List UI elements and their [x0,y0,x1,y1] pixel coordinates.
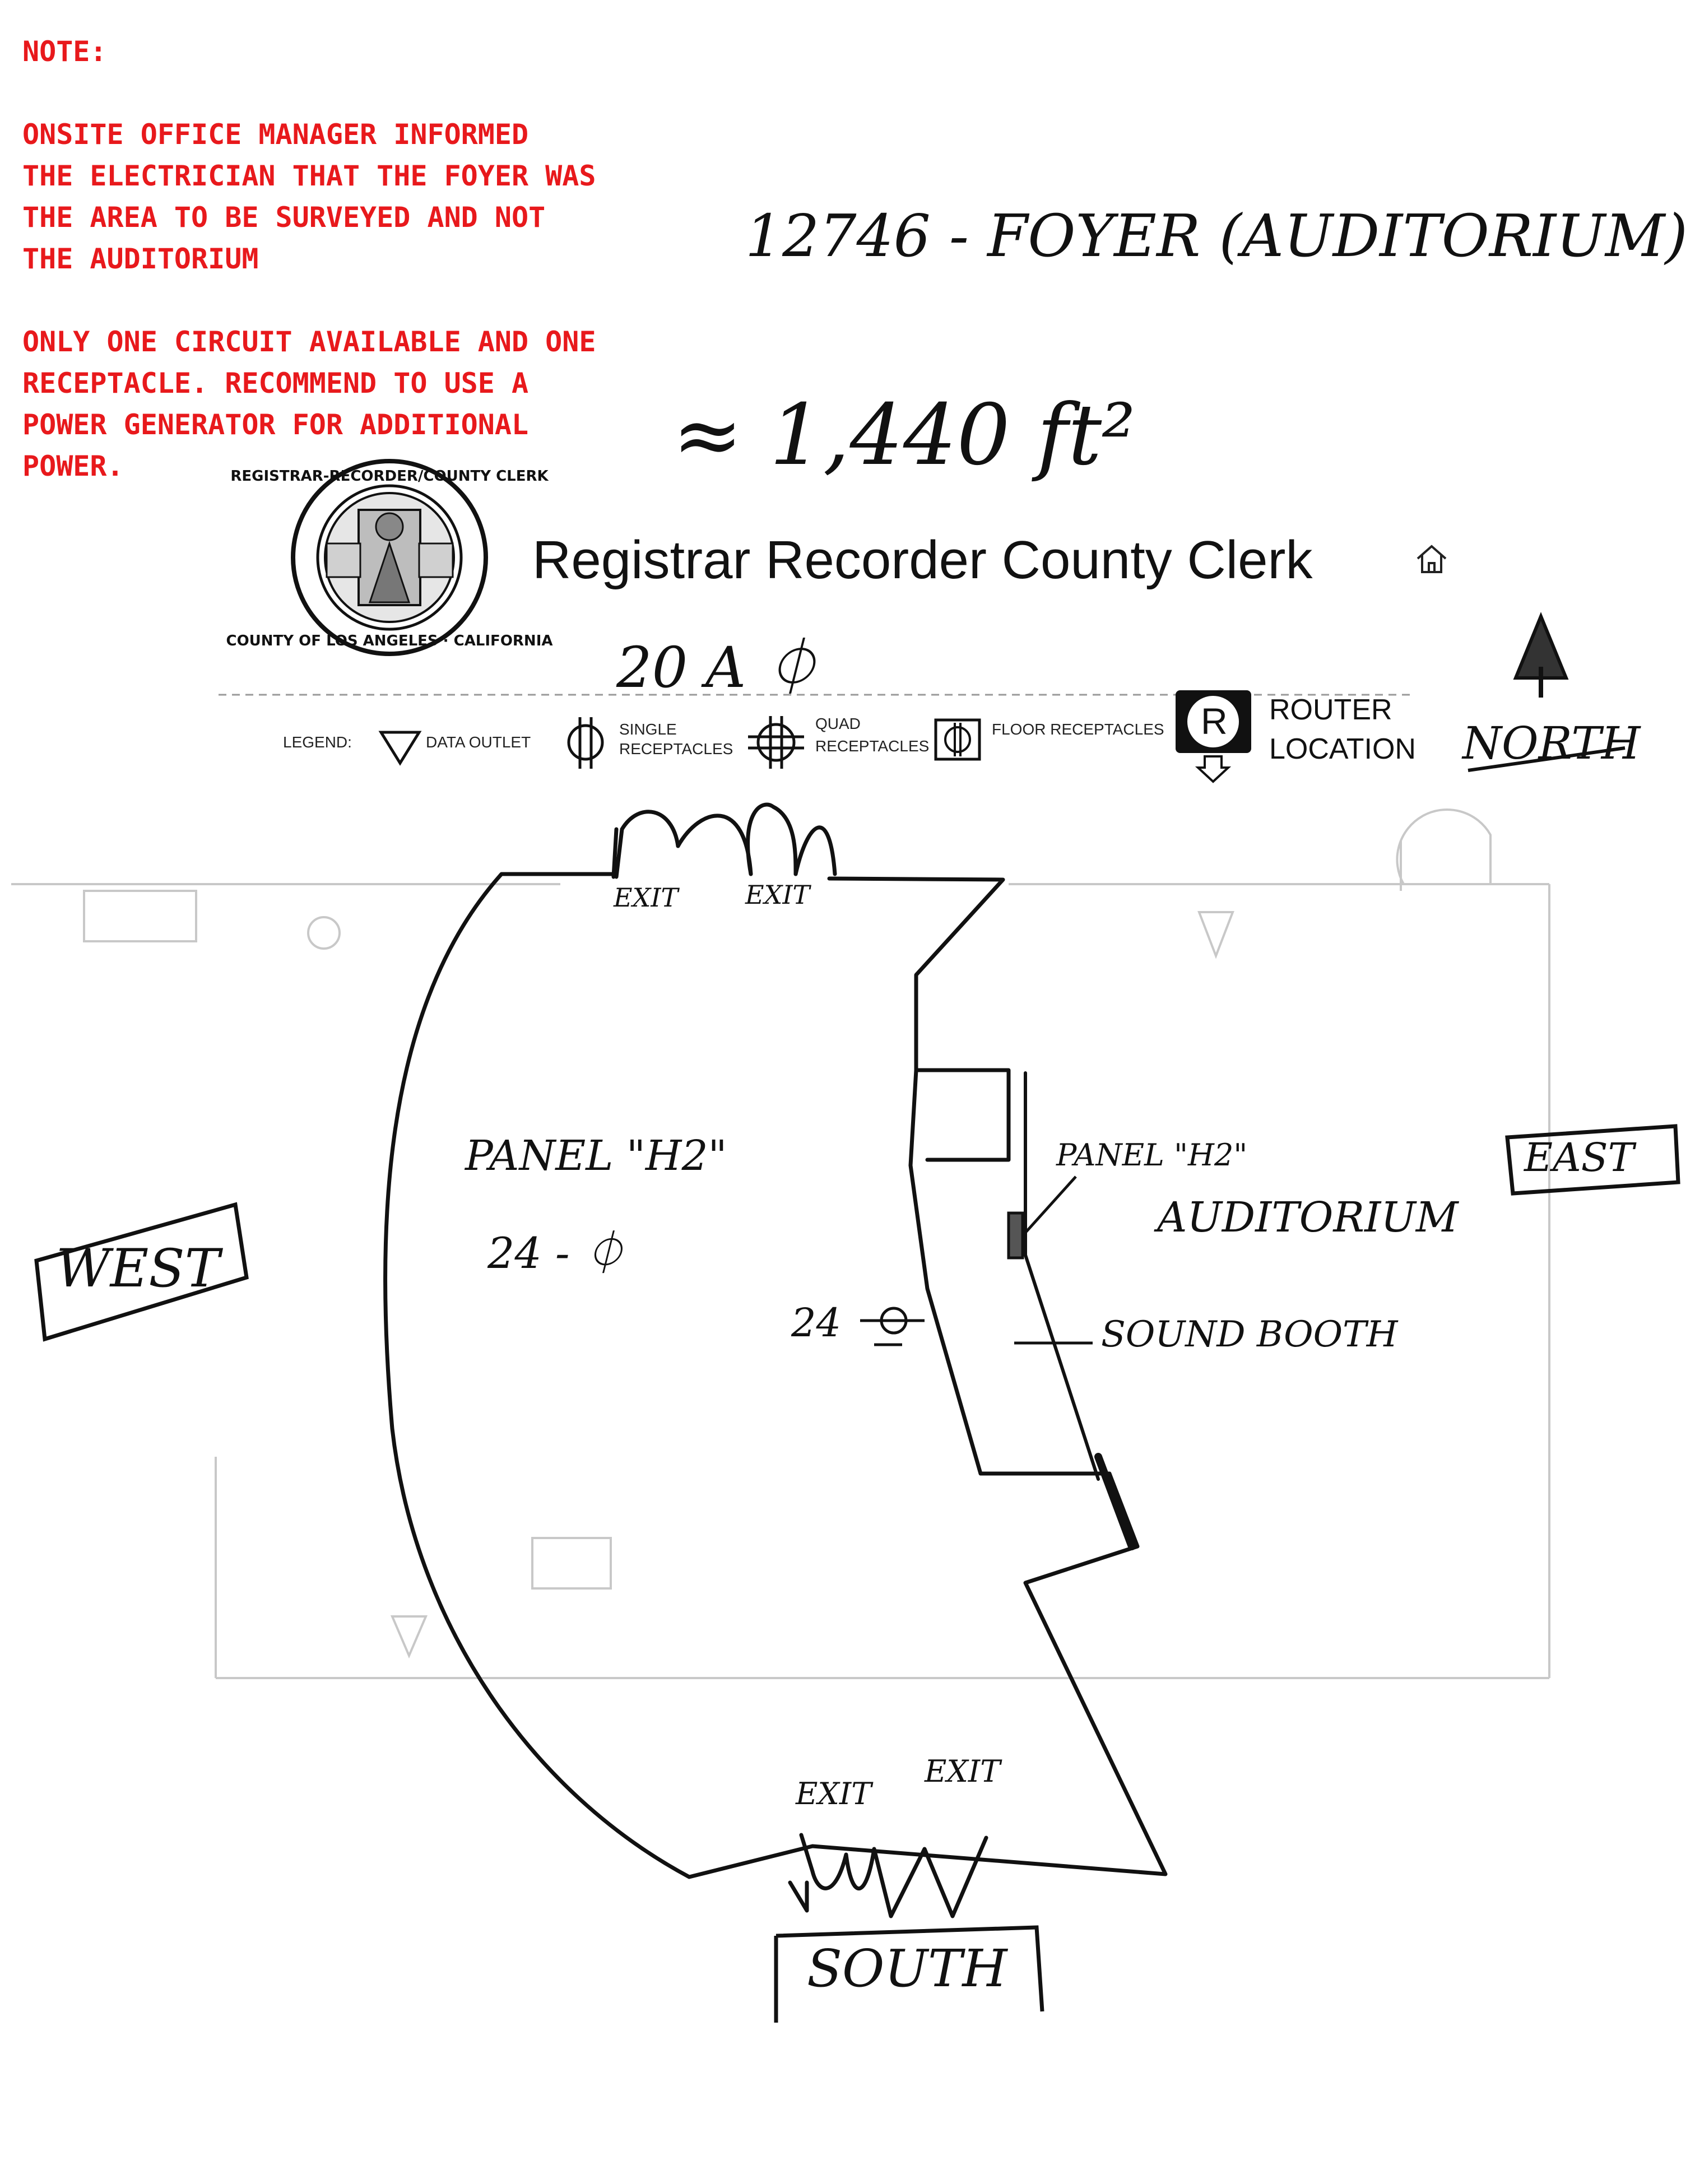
legend-single-receptacles-2: RECEPTACLES [619,740,733,758]
panel-left-circuit: 24 - ⏀ [487,1228,626,1278]
sound-booth-label: SOUND BOOTH [1101,1314,1398,1355]
panel-right-label: PANEL "H2" [1056,1137,1248,1173]
legend-floor-receptacles: FLOOR RECEPTACLES [992,721,1164,738]
note-heading: NOTE: [22,35,107,68]
legend-quad-receptacles: QUAD [815,715,861,732]
west-box [34,1202,249,1342]
circuit-note: 20 A ⏀ [616,635,820,700]
bottom-exit-doors [788,1833,988,1918]
south-label: SOUTH [807,1939,1007,1999]
west-label: WEST [56,1238,220,1299]
legend-quad-receptacles-2: RECEPTACLES [815,737,930,755]
floor-receptacle-icon [934,718,981,761]
top-exit-doors [611,802,837,879]
east-box [1505,1124,1680,1196]
router-symbol-letter: R [1201,700,1228,742]
single-receptacle-icon [567,717,604,769]
note-line: POWER. [22,450,124,482]
exit-label-bottom-2: EXIT [925,1754,1001,1789]
site-id: 12746 - FOYER (AUDITORIUM) [745,202,1688,270]
seal-lettering: REGISTRAR-RECORDER/COUNTY CLERK [230,468,549,485]
note-line: ONSITE OFFICE MANAGER INFORMED [22,118,529,151]
county-seal: REGISTRAR-RECORDER/COUNTY CLERK COUNTY O… [226,459,553,656]
printed-floorplan [11,808,1550,1679]
data-outlet-icon [378,731,422,766]
single-receptacle-marker [860,1307,925,1346]
north-arrow-icon [1513,612,1569,698]
page-title: Registrar Recorder County Clerk [532,530,1313,590]
foyer-outline [383,872,1168,1879]
legend-data-outlet: DATA OUTLET [426,733,531,751]
panel-left-label: PANEL "H2" [465,1132,727,1180]
panel-h2-marker [1007,1175,1077,1260]
outlet-number-label: 24 [791,1300,842,1346]
north-label: NORTH [1462,717,1641,769]
note-line: THE ELECTRICIAN THAT THE FOYER WAS [22,160,596,192]
note-line: POWER GENERATOR FOR ADDITIONAL [22,408,529,441]
quad-receptacle-icon [748,716,804,769]
exit-label-top-1: EXIT [614,882,679,913]
note-line: RECEPTACLE. RECOMMEND TO USE A [22,367,529,399]
legend-label: LEGEND: [283,733,352,751]
legend-router-2: LOCATION [1269,733,1416,765]
router-location-icon [1176,690,1251,783]
exit-label-top-2: EXIT [745,880,810,910]
exit-label-bottom-1: EXIT [796,1776,872,1811]
east-label: EAST [1524,1135,1634,1181]
note-line: THE AREA TO BE SURVEYED AND NOT [22,201,546,234]
legend-router: ROUTER [1269,694,1392,726]
auditorium-label: AUDITORIUM [1157,1193,1459,1242]
note-line: THE AUDITORIUM [22,243,259,275]
seal-lettering-bottom: COUNTY OF LOS ANGELES · CALIFORNIA [226,633,552,649]
home-icon [1417,545,1447,573]
area-estimate: ≈ 1,440 ft² [672,387,1136,484]
legend-single-receptacles: SINGLE [619,721,677,738]
south-box [774,1925,1044,2023]
note-line: ONLY ONE CIRCUIT AVAILABLE AND ONE [22,326,596,358]
